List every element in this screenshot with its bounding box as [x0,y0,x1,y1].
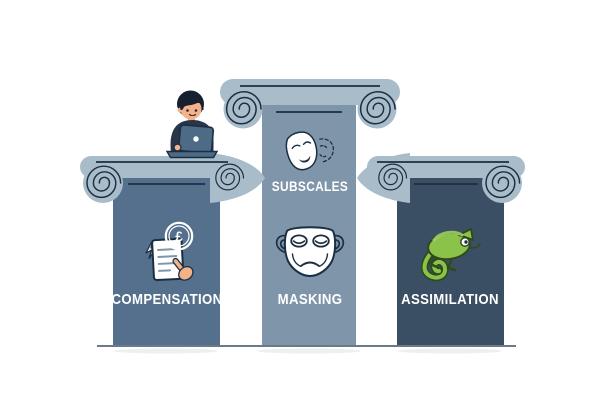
shadow [114,348,218,354]
pointing-hand [172,257,194,281]
person-smile [188,113,197,117]
pillar-compensation: £ [80,153,265,346]
chameleon-icon [420,228,481,282]
arrow-right-leaf [210,153,265,203]
subscales-label: SUBSCALES [271,179,348,194]
pointing-hand-document-icon: £ [145,221,194,282]
masking-capital [220,79,400,129]
pillar-masking [220,79,400,346]
person-eye [194,109,198,112]
shadow [257,348,361,354]
person-eye [186,109,189,112]
laptop-icon [177,124,215,154]
pillar-label-assimilation: ASSIMILATION [401,291,499,308]
person-neck [188,116,195,121]
theater-masks-icon [285,131,334,171]
assimilation-capital-arrow [357,153,525,203]
coin-currency-icon: £ [164,221,194,251]
person-hair-front [180,93,204,110]
shadow [398,348,502,354]
face-mask-icon [275,226,345,278]
person-with-laptop [165,90,219,159]
masking-shaft [262,94,356,346]
person-hand [173,143,182,152]
laptop-base [165,150,219,159]
coin-symbol: £ [175,229,183,244]
pillar-label-compensation: COMPENSATION [110,291,223,308]
compensation-capital-arrow [80,153,265,203]
pillar-assimilation [357,153,525,346]
pillar-label-masking: MASKING [277,291,342,308]
